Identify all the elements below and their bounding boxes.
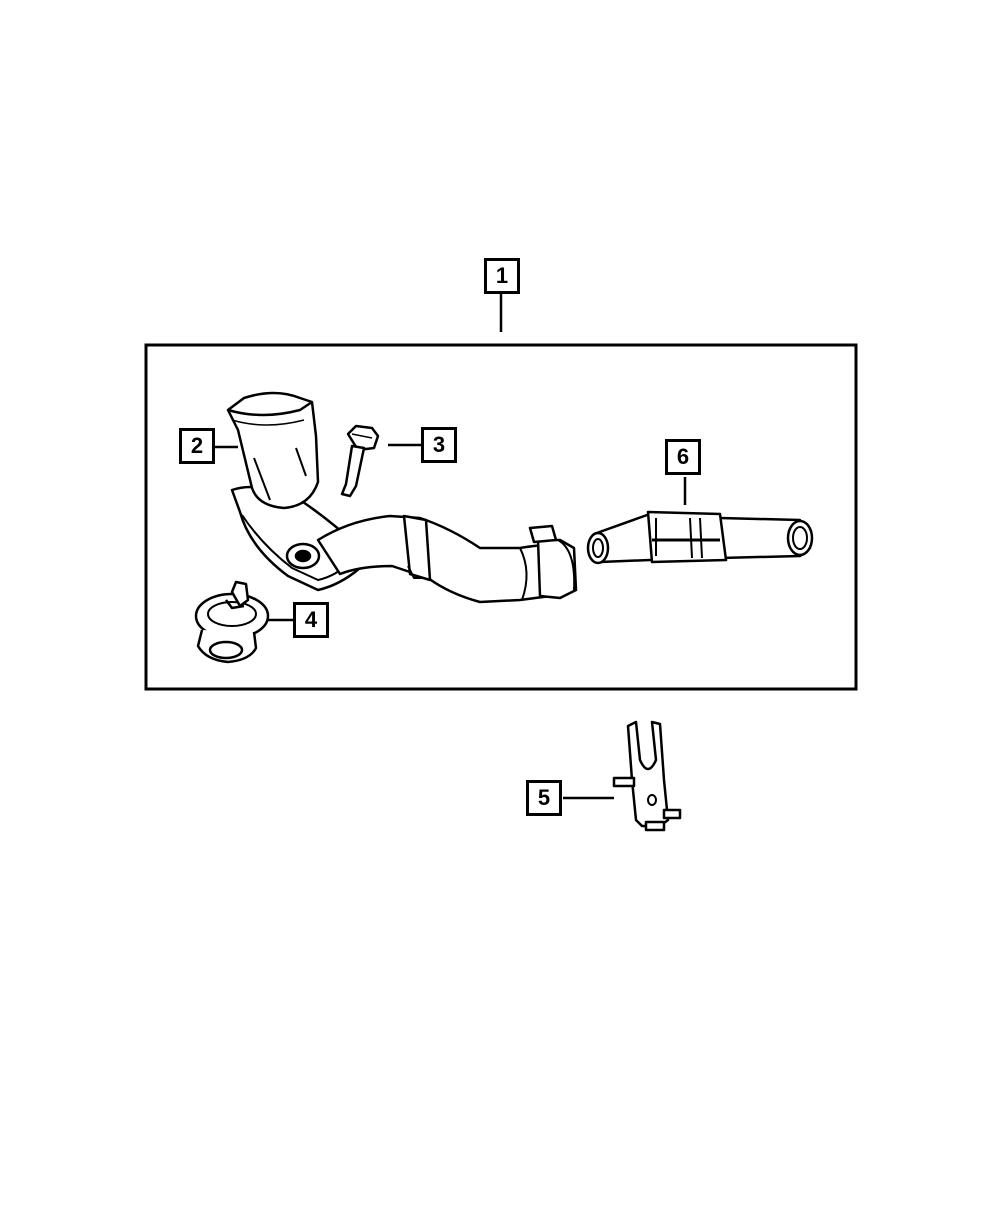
thermostat bbox=[194, 580, 270, 664]
coolant-tube bbox=[586, 510, 814, 565]
callout-3: 3 bbox=[421, 427, 457, 463]
callout-6: 6 bbox=[665, 439, 701, 475]
leader-lines bbox=[215, 294, 687, 800]
thermostat-housing-hose bbox=[226, 391, 578, 604]
callout-4: 4 bbox=[293, 602, 329, 638]
callout-2: 2 bbox=[179, 428, 215, 464]
callout-1: 1 bbox=[484, 258, 520, 294]
callout-5: 5 bbox=[526, 780, 562, 816]
assembly-frame bbox=[144, 343, 858, 691]
bracket bbox=[612, 720, 682, 832]
bolt bbox=[340, 424, 380, 498]
